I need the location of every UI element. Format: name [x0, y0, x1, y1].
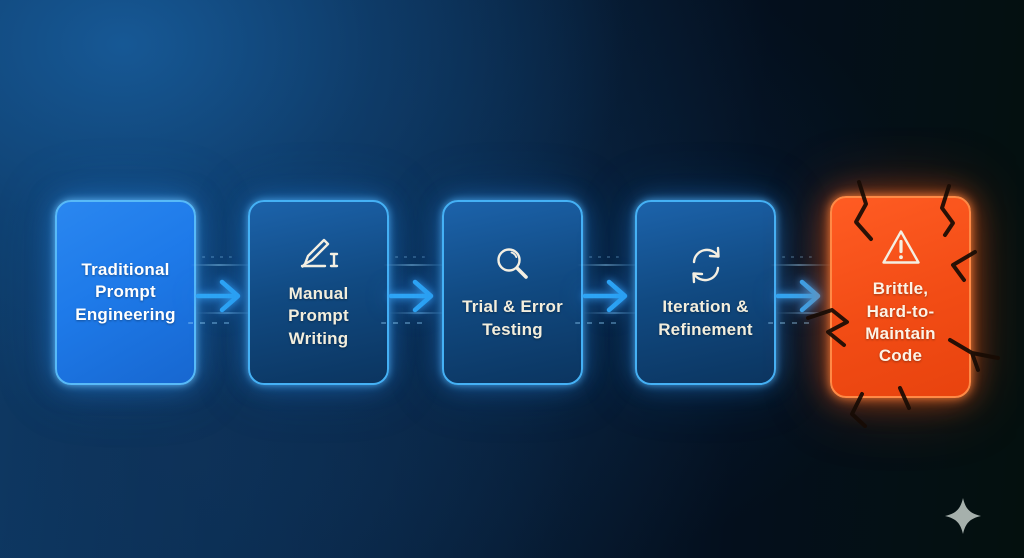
- step-brittle-code: Brittle, Hard-to- Maintain Code: [806, 180, 1000, 428]
- motion-streak: [768, 322, 812, 324]
- motion-streak: [190, 264, 254, 266]
- step-label: Trial & Error Testing: [462, 297, 563, 339]
- step-label: Iteration & Refinement: [658, 297, 753, 339]
- motion-streak: [395, 256, 425, 258]
- arrow-right-icon: [582, 279, 628, 313]
- arrow-right-icon: [195, 279, 241, 313]
- step-label: Manual Prompt Writing: [288, 283, 349, 348]
- step-iteration-refinement: Iteration & Refinement: [635, 200, 776, 385]
- motion-streak: [782, 256, 812, 258]
- pen-writing-icon: [294, 235, 344, 273]
- motion-streak: [188, 322, 232, 324]
- step-label: Traditional Prompt Engineering: [75, 259, 176, 324]
- motion-streak: [589, 256, 619, 258]
- connector-2: [381, 248, 451, 344]
- four-point-star-sparkle-icon: [945, 498, 981, 534]
- sync-arrows-icon: [683, 244, 729, 286]
- motion-streak: [575, 322, 619, 324]
- step-trial-error-testing: Trial & Error Testing: [442, 200, 583, 385]
- step-label: Brittle, Hard-to- Maintain Code: [865, 279, 936, 366]
- motion-streak: [202, 256, 232, 258]
- step-manual-prompt-writing: Manual Prompt Writing: [248, 200, 389, 385]
- motion-streak: [770, 264, 834, 266]
- motion-streak: [577, 264, 641, 266]
- step-traditional-prompt-engineering: Traditional Prompt Engineering: [55, 200, 196, 385]
- connector-4: [768, 248, 838, 344]
- motion-streak: [381, 322, 425, 324]
- motion-streak: [383, 264, 447, 266]
- magnifier-icon: [492, 244, 534, 286]
- arrow-right-icon: [388, 279, 434, 313]
- arrow-right-icon: [775, 279, 821, 313]
- warning-triangle-icon: [878, 226, 924, 268]
